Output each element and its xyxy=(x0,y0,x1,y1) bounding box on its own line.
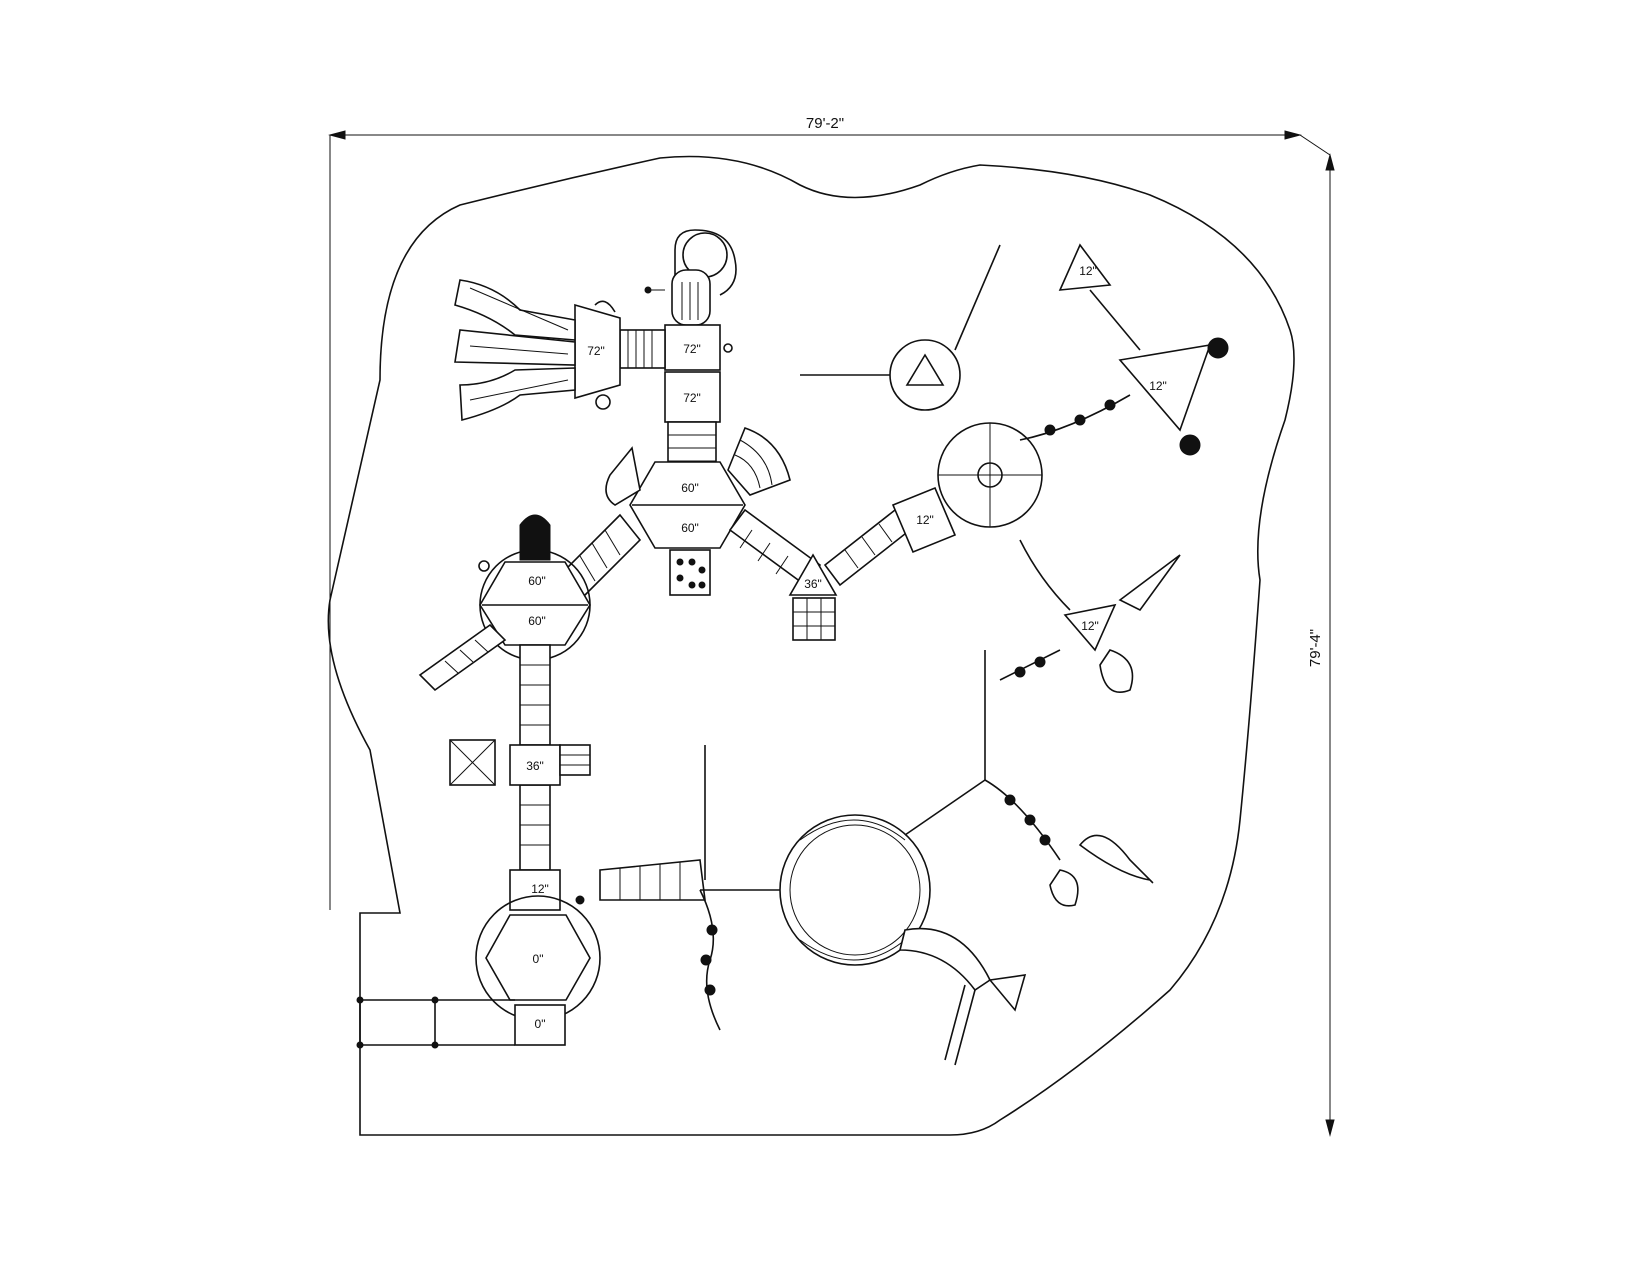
bridge-to-12 xyxy=(823,508,912,587)
deck-36-triangle: 36" xyxy=(804,577,822,591)
deck-12-lower-left: 12" xyxy=(531,882,549,896)
deck-60-center-lower: 60" xyxy=(681,521,699,535)
rock-wall-panel xyxy=(605,446,641,506)
stepping-path-upper xyxy=(1019,394,1131,441)
tower-72: 72" 72" xyxy=(644,229,737,423)
deck-12-lower-left-group: 12" xyxy=(509,869,561,911)
deck-60-left-lower: 60" xyxy=(528,614,546,628)
cargo-net-climber xyxy=(599,859,706,901)
triple-slides xyxy=(454,279,576,422)
deck-60-center-upper: 60" xyxy=(681,481,699,495)
height-dimension: 79'-4" xyxy=(1299,134,1335,1137)
leaf-climber xyxy=(1049,869,1079,907)
fan-climber xyxy=(727,426,791,496)
crawl-tube xyxy=(519,514,551,561)
spinner-ring xyxy=(937,422,1043,528)
deck-0-lower-group: 0" xyxy=(514,1004,566,1046)
cable-ring xyxy=(904,779,986,836)
bridge-right xyxy=(728,508,822,587)
stepping-path-low xyxy=(999,649,1061,681)
stepping-path-mid xyxy=(1019,539,1071,611)
deck-12-right: 12" xyxy=(1149,379,1167,393)
deck-60-left-upper: 60" xyxy=(528,574,546,588)
rope-walk-right xyxy=(984,779,1061,861)
deck-12-mid-group: 12" xyxy=(891,486,957,554)
site-boundary xyxy=(327,155,1295,1136)
deck-12-mid: 12" xyxy=(916,513,934,527)
slide-deck-72: 72" xyxy=(574,300,621,410)
triangle-deck-top-group: 12" xyxy=(1058,243,1141,351)
deck-72-lower: 72" xyxy=(683,391,701,405)
deck-36-triangle-group: 36" xyxy=(788,553,838,641)
deck-72-upper: 72" xyxy=(683,342,701,356)
deck-12-top: 12" xyxy=(1079,264,1097,278)
deck-72-slide: 72" xyxy=(587,344,605,358)
deck-36-left: 36" xyxy=(526,759,544,773)
deck-0-lower: 0" xyxy=(535,1017,546,1031)
ribbon-slide xyxy=(898,927,1027,1066)
triangle-deck-lower-group: 12" xyxy=(1063,554,1181,693)
spinner-net xyxy=(800,244,1001,411)
climbing-ring xyxy=(779,814,931,966)
left-ladder xyxy=(418,623,507,692)
deck-12-lower-right: 12" xyxy=(1081,619,1099,633)
round-tower-0: 0" xyxy=(475,895,601,1021)
twister-slide xyxy=(1078,834,1154,884)
bridge-vertical xyxy=(519,644,551,871)
deck-0-tower: 0" xyxy=(533,952,544,966)
triangle-deck-right-group: 12" xyxy=(1118,337,1229,456)
ramp-left xyxy=(356,996,515,1049)
deck-36-left-group: 36" xyxy=(449,739,591,786)
width-dimension-label: 79'-2" xyxy=(806,115,844,132)
width-dimension: 79'-2" xyxy=(328,115,1302,910)
bridge-72 xyxy=(619,329,666,369)
height-dimension-label: 79'-4" xyxy=(1307,629,1324,667)
hex-tower-60: 60" 60" xyxy=(629,461,746,549)
